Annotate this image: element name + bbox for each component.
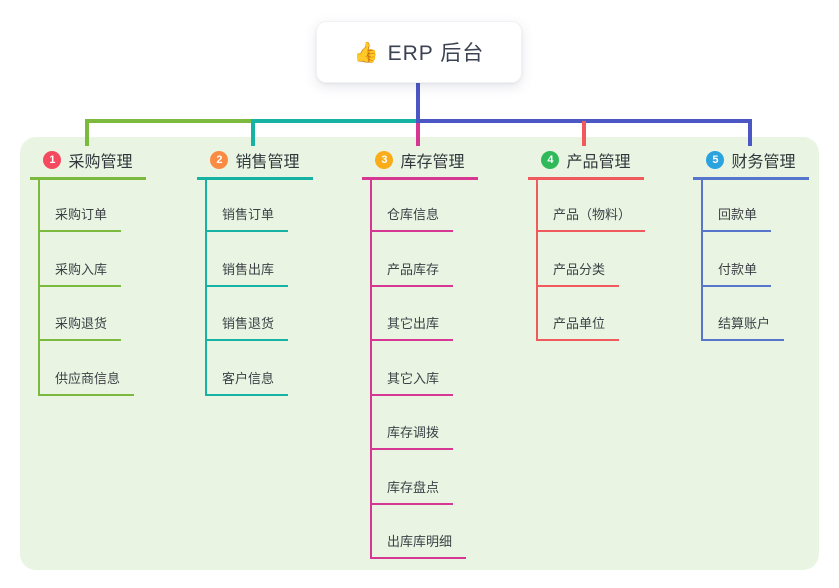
child-node[interactable]: 采购入库 — [38, 257, 122, 287]
child-node[interactable]: 产品库存 — [370, 257, 454, 287]
drop-line-product — [582, 121, 586, 146]
root-node[interactable]: 👍 ERP 后台 — [316, 21, 522, 83]
branch-title-label: 财务管理 — [731, 153, 796, 171]
drop-line-sales — [251, 119, 255, 146]
drop-line-finance — [748, 119, 752, 146]
branch-inventory: 3 库存管理 仓库信息 产品库存 其它出库 其它入库 库存调拨 库存盘点 出库库… — [362, 0, 528, 588]
branch-number-badge: 4 — [541, 150, 560, 169]
child-node[interactable]: 采购订单 — [38, 202, 122, 232]
branch-number-badge: 5 — [706, 150, 725, 169]
child-node[interactable]: 其它出库 — [370, 311, 454, 341]
child-node[interactable]: 回款单 — [701, 202, 772, 232]
child-node[interactable]: 付款单 — [701, 257, 772, 287]
branch-title-label: 产品管理 — [566, 153, 631, 171]
branch-children-connector — [701, 180, 703, 341]
child-node[interactable]: 结算账户 — [701, 311, 785, 341]
branch-title-label: 库存管理 — [400, 153, 465, 171]
content-panel — [20, 137, 819, 570]
child-node[interactable]: 库存调拨 — [370, 420, 454, 450]
branch-finance: 5 财务管理 回款单 付款单 结算账户 — [693, 0, 839, 588]
branch-sales: 2 销售管理 销售订单 销售出库 销售退货 客户信息 — [197, 0, 363, 588]
branch-number-badge: 2 — [210, 150, 229, 169]
bus-segment-teal — [251, 119, 416, 123]
branch-children-connector — [370, 180, 372, 559]
thumbs-up-icon: 👍 — [353, 41, 379, 64]
branch-purchase: 1 采购管理 采购订单 采购入库 采购退货 供应商信息 — [30, 0, 196, 588]
branch-product: 4 产品管理 产品（物料） 产品分类 产品单位 — [528, 0, 694, 588]
branch-title-node[interactable]: 3 库存管理 — [362, 148, 478, 180]
child-node[interactable]: 销售退货 — [205, 311, 289, 341]
child-node[interactable]: 出库库明细 — [370, 529, 467, 559]
bus-segment-green — [85, 119, 251, 123]
root-title: ERP 后台 — [387, 42, 485, 65]
branch-title-node[interactable]: 2 销售管理 — [197, 148, 313, 180]
child-node[interactable]: 产品分类 — [536, 257, 620, 287]
branch-title-node[interactable]: 4 产品管理 — [528, 148, 644, 180]
child-node[interactable]: 客户信息 — [205, 366, 289, 396]
drop-line-purchase — [85, 119, 89, 146]
child-node[interactable]: 其它入库 — [370, 366, 454, 396]
child-node[interactable]: 采购退货 — [38, 311, 122, 341]
child-node[interactable]: 产品单位 — [536, 311, 620, 341]
branch-children-connector — [536, 180, 538, 341]
branch-number-badge: 1 — [43, 150, 62, 169]
branch-title-label: 销售管理 — [235, 153, 300, 171]
branch-title-node[interactable]: 1 采购管理 — [30, 148, 146, 180]
child-node[interactable]: 产品（物料） — [536, 202, 646, 232]
branch-title-label: 采购管理 — [68, 153, 133, 171]
child-node[interactable]: 库存盘点 — [370, 475, 454, 505]
branch-title-node[interactable]: 5 财务管理 — [693, 148, 809, 180]
child-node[interactable]: 仓库信息 — [370, 202, 454, 232]
child-node[interactable]: 供应商信息 — [38, 366, 135, 396]
trunk-line — [416, 83, 420, 123]
drop-line-inventory — [416, 123, 420, 146]
branch-children-connector — [38, 180, 40, 396]
branch-number-badge: 3 — [375, 150, 394, 169]
child-node[interactable]: 销售出库 — [205, 257, 289, 287]
branch-children-connector — [205, 180, 207, 396]
child-node[interactable]: 销售订单 — [205, 202, 289, 232]
